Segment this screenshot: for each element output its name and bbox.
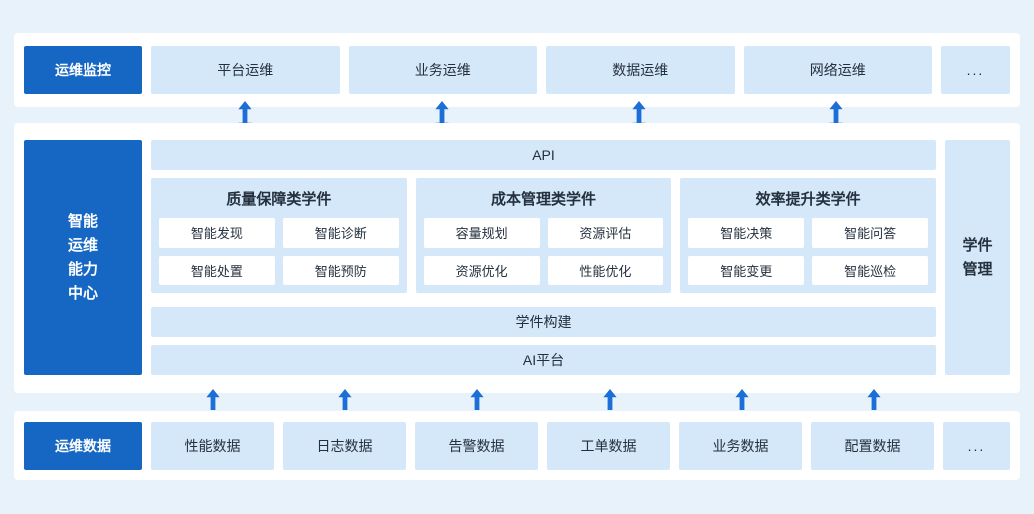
smart-discovery-box: 智能发现 xyxy=(159,218,275,248)
smart-handling-box: 智能处置 xyxy=(159,255,275,285)
smart-change-box: 智能变更 xyxy=(688,255,805,285)
side-label-line: 运维 xyxy=(67,236,98,254)
capacity-planning-box: 容量规划 xyxy=(423,218,540,248)
group-title: 效率提升类学件 xyxy=(755,190,861,208)
up-arrow-icon xyxy=(735,389,749,410)
group-grid: 智能发现 智能诊断 智能处置 智能预防 xyxy=(159,218,399,285)
cost-management-group: 成本管理类学件 容量规划 资源评估 资源优化 性能优化 xyxy=(415,178,672,293)
aiops-capability-center-label: 智能 运维 能力 中心 xyxy=(24,140,142,375)
network-ops-box: 网络运维 xyxy=(743,46,932,94)
business-ops-box: 业务运维 xyxy=(348,46,537,94)
up-arrow-icon xyxy=(206,389,220,410)
ops-data-panel: 运维数据 性能数据 日志数据 告警数据 工单数据 业务数据 配置数据 ... xyxy=(14,411,1020,480)
smart-qa-box: 智能问答 xyxy=(812,218,929,248)
performance-optimization-box: 性能优化 xyxy=(547,255,664,285)
performance-data-box: 性能数据 xyxy=(151,422,274,470)
up-arrow-icon xyxy=(867,389,881,410)
group-grid: 智能决策 智能问答 智能变更 智能巡检 xyxy=(688,218,929,285)
business-data-box: 业务数据 xyxy=(679,422,802,470)
learnware-groups: 质量保障类学件 智能发现 智能诊断 智能处置 智能预防 成本管理类学件 容量规划… xyxy=(151,178,937,293)
right-label-line: 管理 xyxy=(962,260,993,278)
config-data-box: 配置数据 xyxy=(811,422,934,470)
learnware-management-label: 学件 管理 xyxy=(945,140,1010,375)
up-arrow-icon xyxy=(338,389,352,410)
quality-assurance-group: 质量保障类学件 智能发现 智能诊断 智能处置 智能预防 xyxy=(151,178,407,293)
aiops-capability-center-panel: 智能 运维 能力 中心 API 质量保障类学件 智能发现 智能诊断 智能处置 智… xyxy=(14,123,1020,393)
api-bar: API xyxy=(151,140,936,170)
more-item: ... xyxy=(943,422,1010,470)
resource-evaluation-box: 资源评估 xyxy=(547,218,664,248)
up-arrow-icon xyxy=(603,389,617,410)
up-arrow-icon xyxy=(470,389,484,410)
more-item: ... xyxy=(941,46,1010,94)
data-ops-box: 数据运维 xyxy=(546,46,735,94)
group-title: 质量保障类学件 xyxy=(226,190,332,208)
efficiency-improvement-group: 效率提升类学件 智能决策 智能问答 智能变更 智能巡检 xyxy=(680,178,937,293)
platform-ops-box: 平台运维 xyxy=(151,46,340,94)
right-label-line: 学件 xyxy=(962,236,993,254)
ops-monitoring-panel: 运维监控 平台运维 业务运维 数据运维 网络运维 ... xyxy=(14,33,1020,107)
group-grid: 容量规划 资源评估 资源优化 性能优化 xyxy=(423,218,664,285)
group-title: 成本管理类学件 xyxy=(491,190,597,208)
log-data-box: 日志数据 xyxy=(283,422,406,470)
ticket-data-box: 工单数据 xyxy=(547,422,670,470)
ops-data-label: 运维数据 xyxy=(24,422,142,470)
alert-data-box: 告警数据 xyxy=(415,422,538,470)
smart-decision-box: 智能决策 xyxy=(688,218,805,248)
resource-optimization-box: 资源优化 xyxy=(423,255,540,285)
smart-inspection-box: 智能巡检 xyxy=(812,255,929,285)
ops-monitoring-label: 运维监控 xyxy=(24,46,142,94)
side-label-line: 智能 xyxy=(67,212,98,230)
smart-prevention-box: 智能预防 xyxy=(282,255,399,285)
side-label-line: 中心 xyxy=(67,284,98,302)
ai-platform-bar: AI平台 xyxy=(151,345,936,375)
capability-center-main: API 质量保障类学件 智能发现 智能诊断 智能处置 智能预防 成本管理类学件 … xyxy=(151,140,937,375)
learnware-build-bar: 学件构建 xyxy=(151,307,936,337)
side-label-line: 能力 xyxy=(67,260,98,278)
smart-diagnosis-box: 智能诊断 xyxy=(282,218,399,248)
